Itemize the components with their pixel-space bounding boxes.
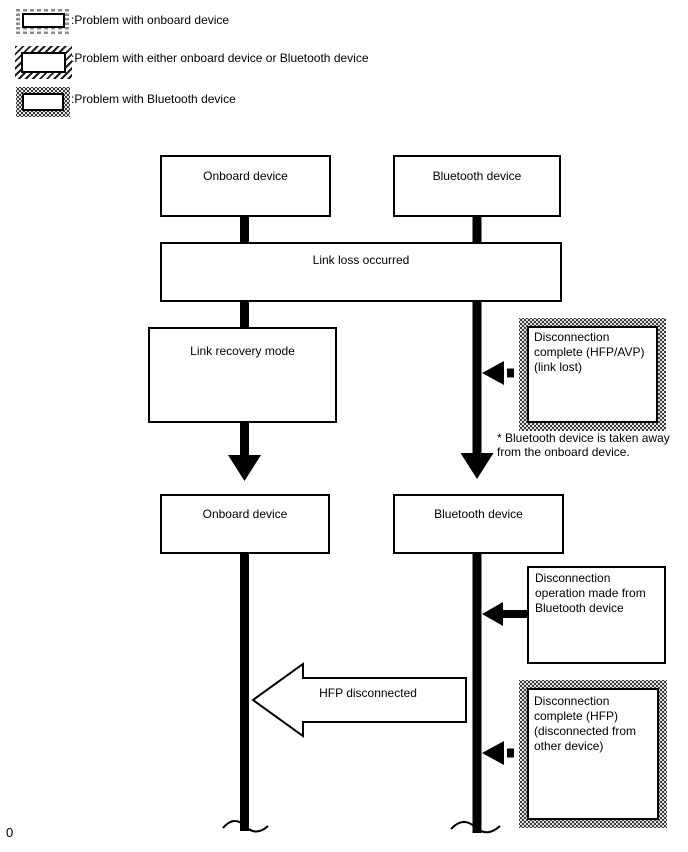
hfp-disconnected-block-arrow-icon <box>251 662 467 738</box>
box-bluetooth-device-top: Bluetooth device <box>393 155 561 217</box>
dashed-left-arrowhead-icon <box>482 741 504 765</box>
box-link-loss: Link loss occurred <box>160 242 562 302</box>
left-down-arrowhead-icon <box>228 455 261 481</box>
box-bluetooth-device-bottom: Bluetooth device <box>393 494 564 554</box>
callout-disconnection-hfp: Disconnection complete (HFP) (disconnect… <box>519 680 667 828</box>
legend-swatch-bluetooth-icon <box>16 87 70 117</box>
left-line-break-icon <box>222 820 269 833</box>
callout-text: Disconnection complete (HFP/AVP) (link l… <box>527 326 658 423</box>
hfp-disconnected-label: HFP disconnected <box>319 686 417 700</box>
box-onboard-device-bottom: Onboard device <box>160 494 330 554</box>
box-link-recovery: Link recovery mode <box>148 327 337 423</box>
right-line-break-icon <box>450 821 501 834</box>
box-disconnection-operation: Disconnection operation made from Blueto… <box>527 566 666 664</box>
legend-label-either: :Problem with either onboard device or B… <box>71 51 369 65</box>
legend-swatch-box <box>22 93 64 111</box>
right-down-arrowhead-icon <box>460 453 494 479</box>
legend-swatch-box <box>22 13 65 28</box>
page-corner-mark: 0 <box>6 825 14 840</box>
solid-left-arrowhead-icon <box>482 602 503 626</box>
dashed-left-arrowhead-icon <box>482 361 504 385</box>
legend-label-bluetooth: :Problem with Bluetooth device <box>71 92 236 106</box>
callout-disconnection-hfp-avp: Disconnection complete (HFP/AVP) (link l… <box>519 318 666 431</box>
legend-swatch-box <box>21 52 66 73</box>
box-onboard-device-top: Onboard device <box>160 155 331 217</box>
legend-swatch-onboard-icon <box>16 7 71 34</box>
footnote-bluetooth-taken-away: * Bluetooth device is taken away from th… <box>497 431 670 459</box>
legend-label-onboard: :Problem with onboard device <box>71 13 230 27</box>
legend-swatch-either-icon <box>15 46 72 79</box>
callout-text: Disconnection complete (HFP) (disconnect… <box>527 688 659 820</box>
